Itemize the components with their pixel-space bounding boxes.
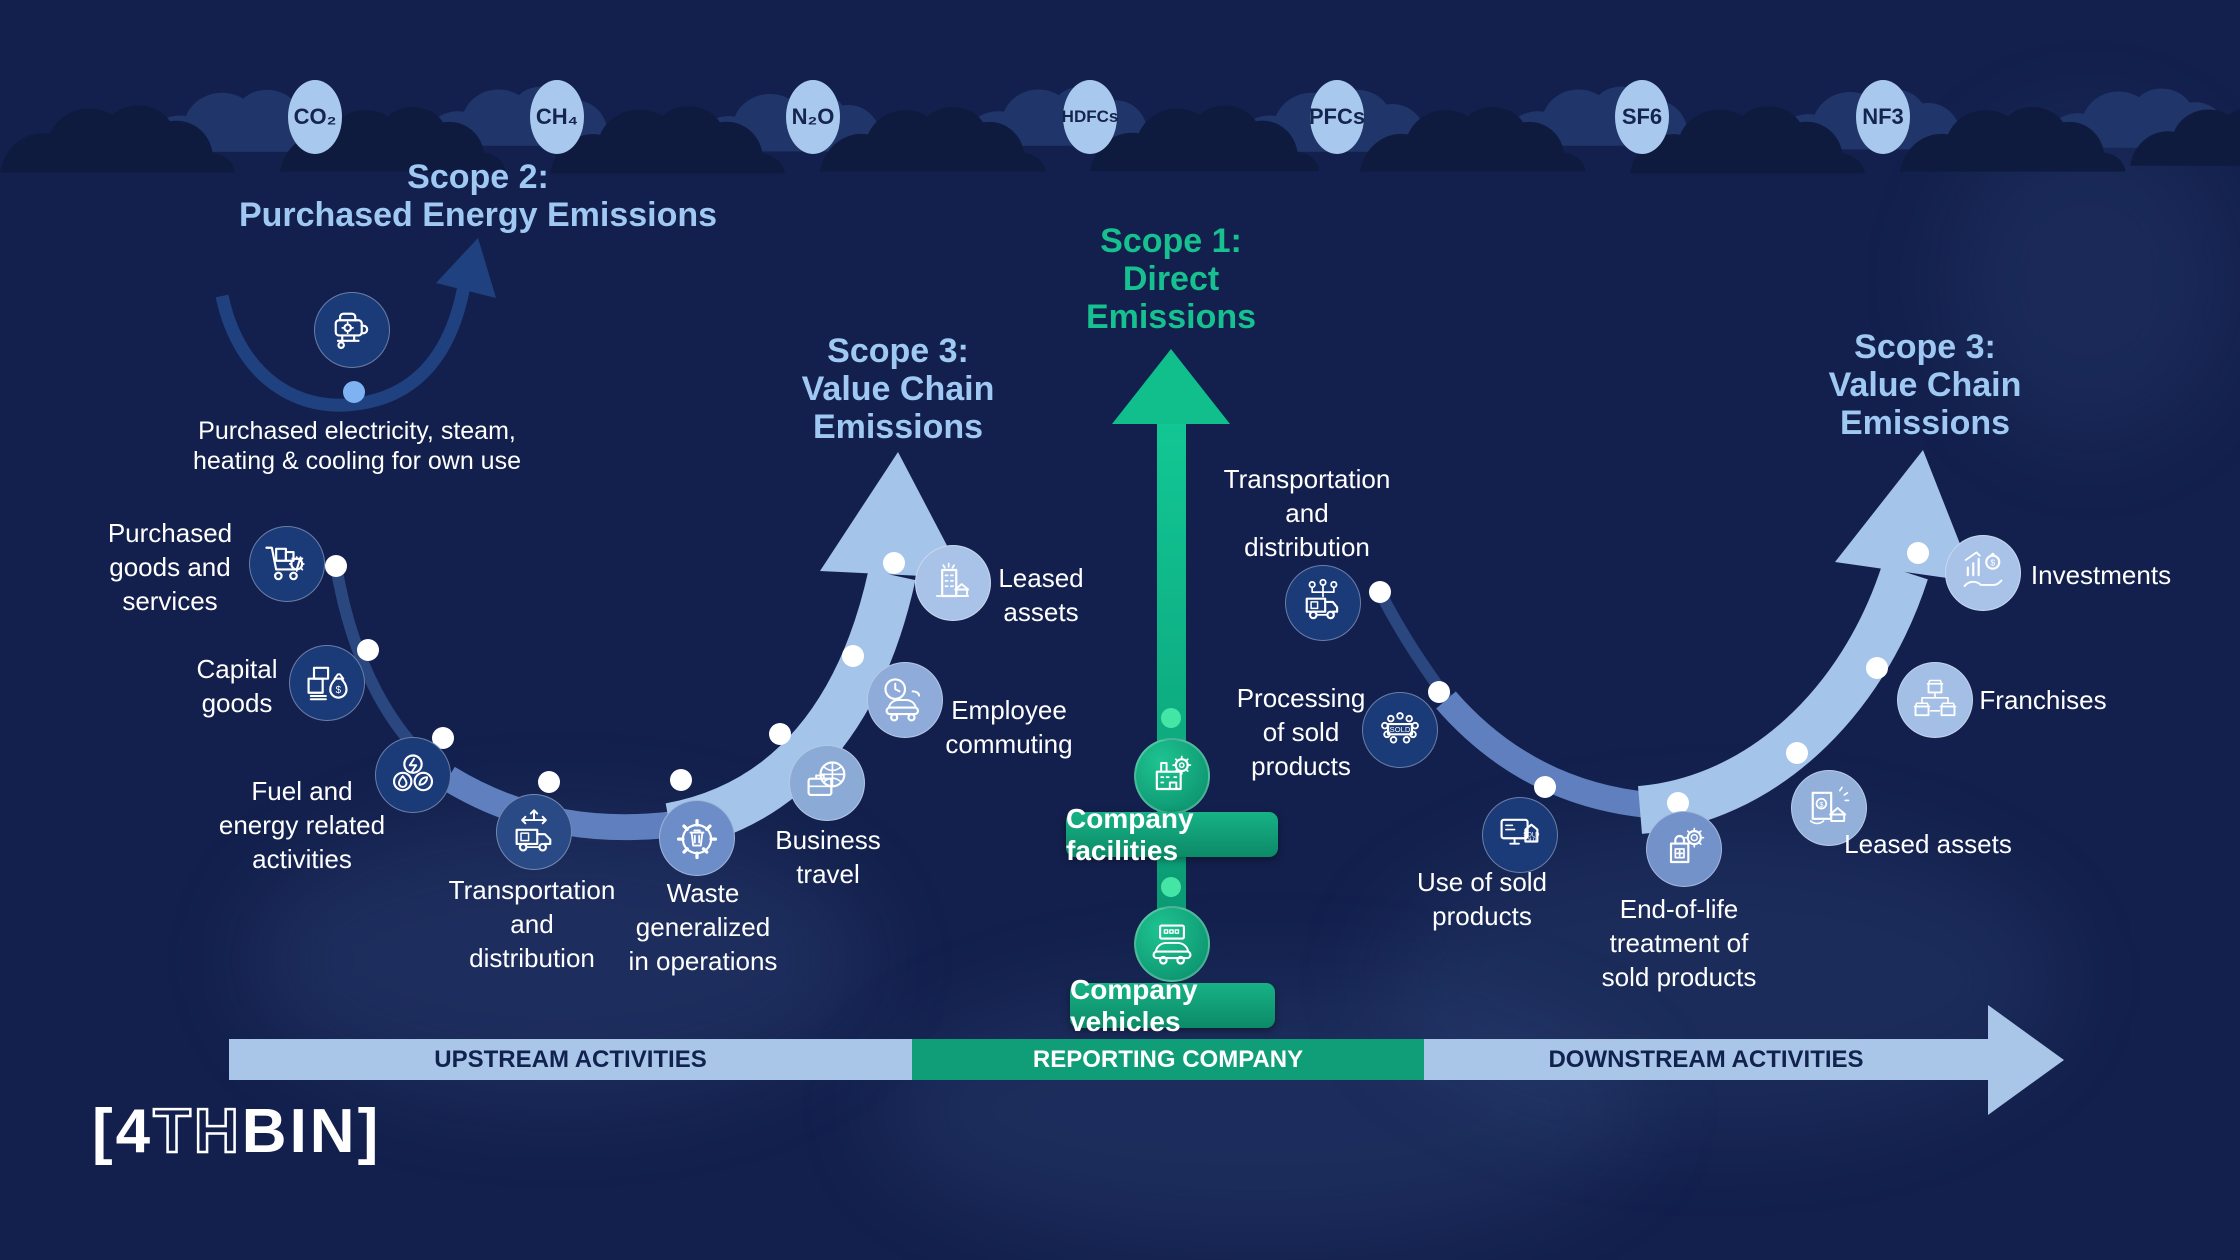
business-travel-label: Business travel (775, 825, 881, 889)
svg-text:$: $ (336, 685, 342, 696)
scope3-left-arrowhead (820, 452, 964, 578)
leased-assets-downstream-circle: $ (1791, 770, 1867, 846)
fuel-energy-circle (375, 737, 451, 813)
arc-dots (325, 542, 1929, 814)
factory-gear-icon (1146, 750, 1198, 802)
use-of-sold-label: Use of sold products (1416, 867, 1548, 931)
scope2-title: Scope 2: Purchased Energy Emissions (238, 158, 718, 234)
downstream-arc (1376, 450, 1975, 834)
business-travel-circle (789, 745, 865, 821)
purchased-goods-circle (249, 526, 325, 602)
gas-label: CO₂ (293, 104, 337, 129)
house-doc-icon: $ (1803, 782, 1855, 834)
capital-goods-circle: $ (289, 645, 365, 721)
leased-assets-downstream-label: Leased assets (1844, 829, 2012, 859)
franchises-label: Franchises (1979, 685, 2107, 715)
gas-label: CH₄ (535, 104, 579, 129)
scope3-right-arrowhead (1835, 450, 1975, 582)
svg-text:SOLD: SOLD (1523, 833, 1539, 839)
upstream-bar-segment: UPSTREAM ACTIVITIES (229, 1039, 912, 1080)
building-icon (927, 557, 979, 609)
svg-text:$: $ (1990, 557, 1995, 567)
sold-gear-icon: SOLD (1374, 704, 1426, 756)
cart-icon (261, 538, 313, 590)
gas-bubble-pfcs: PFCs (1308, 80, 1366, 154)
transportation-upstream-circle (496, 794, 572, 870)
logo-part-th: TH (152, 1096, 242, 1168)
end-of-life-circle (1646, 811, 1722, 887)
scope2-arrow (215, 238, 496, 412)
waste-gear-icon (671, 812, 723, 864)
gas-bubble-sf6: SF6 (1615, 80, 1669, 154)
energy-icon (387, 749, 439, 801)
capital-goods-icon: $ (301, 657, 353, 709)
purchased-energy-circle (314, 292, 390, 368)
purchased-energy-label: Purchased electricity, steam, heating & … (193, 417, 521, 475)
investments-label: Investments (2030, 560, 2172, 590)
employee-commuting-label: Employee commuting (945, 695, 1073, 759)
capital-goods-label: Capital goods (196, 654, 278, 718)
gas-bubble-co2: CO₂ (288, 80, 342, 154)
upstream-bar-label: UPSTREAM ACTIVITIES (434, 1045, 707, 1073)
truck-arrows-icon (508, 806, 560, 858)
bag-badge-icon (1658, 823, 1710, 875)
company-facilities-circle (1134, 738, 1210, 814)
waste-label: Waste generalized in operations (628, 878, 778, 976)
franchises-circle (1897, 662, 1973, 738)
processing-sold-label: Processing of sold products (1236, 683, 1366, 781)
waste-circle (659, 800, 735, 876)
logo-part-4: 4 (115, 1097, 154, 1166)
purchased-goods-label: Purchased goods and services (107, 518, 233, 616)
leased-assets-upstream-circle (915, 545, 991, 621)
scope3-left-title: Scope 3: Value Chain Emissions (801, 332, 995, 446)
logo-part-bin: BIN (241, 1097, 358, 1166)
reporting-bar-segment: REPORTING COMPANY (912, 1039, 1424, 1080)
svg-text:OUT: OUT (1525, 838, 1538, 844)
svg-text:$: $ (1819, 800, 1824, 809)
gas-label: SF6 (1621, 104, 1663, 129)
gas-bubble-ch4: CH₄ (530, 80, 584, 154)
company-vehicles-badge: Company vehicles (1070, 974, 1275, 1037)
transportation-upstream-label: Transportation and distribution (448, 875, 616, 973)
downstream-bar-label: DOWNSTREAM ACTIVITIES (1548, 1045, 1864, 1073)
gas-label: PFCs (1308, 104, 1366, 129)
leased-assets-upstream-label: Leased assets (998, 563, 1084, 627)
processing-sold-circle: SOLD (1362, 692, 1438, 768)
end-of-life-label: End-of-life treatment of sold products (1601, 894, 1757, 992)
employee-commuting-circle (867, 662, 943, 738)
scope3-right-title: Scope 3: Value Chain Emissions (1828, 328, 2022, 442)
electric-appliance-icon (326, 304, 378, 356)
logo-bracket-close: ] (357, 1097, 382, 1166)
scope1-title: Scope 1: Direct Emissions (1085, 222, 1257, 336)
svg-text:SOLD: SOLD (1390, 725, 1411, 734)
gas-label: NF3 (1862, 104, 1904, 129)
gas-bubble-nf3: NF3 (1856, 80, 1910, 154)
truck-pins-icon (1297, 577, 1349, 629)
scope1-dots (1161, 708, 1181, 897)
company-facilities-badge: Company facilities (1066, 803, 1278, 866)
transportation-downstream-circle (1285, 565, 1361, 641)
stores-icon (1909, 674, 1961, 726)
gas-label: HDFCs (1061, 107, 1119, 126)
gas-bubble-n2o: N₂O (786, 80, 840, 154)
briefcase-globe-icon (801, 757, 853, 809)
scope2-dot (343, 381, 365, 403)
gas-label: N₂O (791, 104, 835, 129)
transportation-downstream-label: Transportation and distribution (1223, 464, 1391, 562)
reporting-bar-label: REPORTING COMPANY (1032, 1045, 1304, 1073)
fuel-energy-label: Fuel and energy related activities (218, 776, 386, 874)
chart-hand-icon: $ (1957, 547, 2009, 599)
logo-bracket-open: [ (92, 1097, 116, 1166)
car-clock-icon (879, 674, 931, 726)
downstream-bar-segment: DOWNSTREAM ACTIVITIES (1424, 1039, 1988, 1080)
investments-circle: $ (1945, 535, 2021, 611)
car-panel-icon (1146, 918, 1198, 970)
company-vehicles-circle (1134, 906, 1210, 982)
gas-bubble-hdfcs: HDFCs (1061, 80, 1119, 154)
